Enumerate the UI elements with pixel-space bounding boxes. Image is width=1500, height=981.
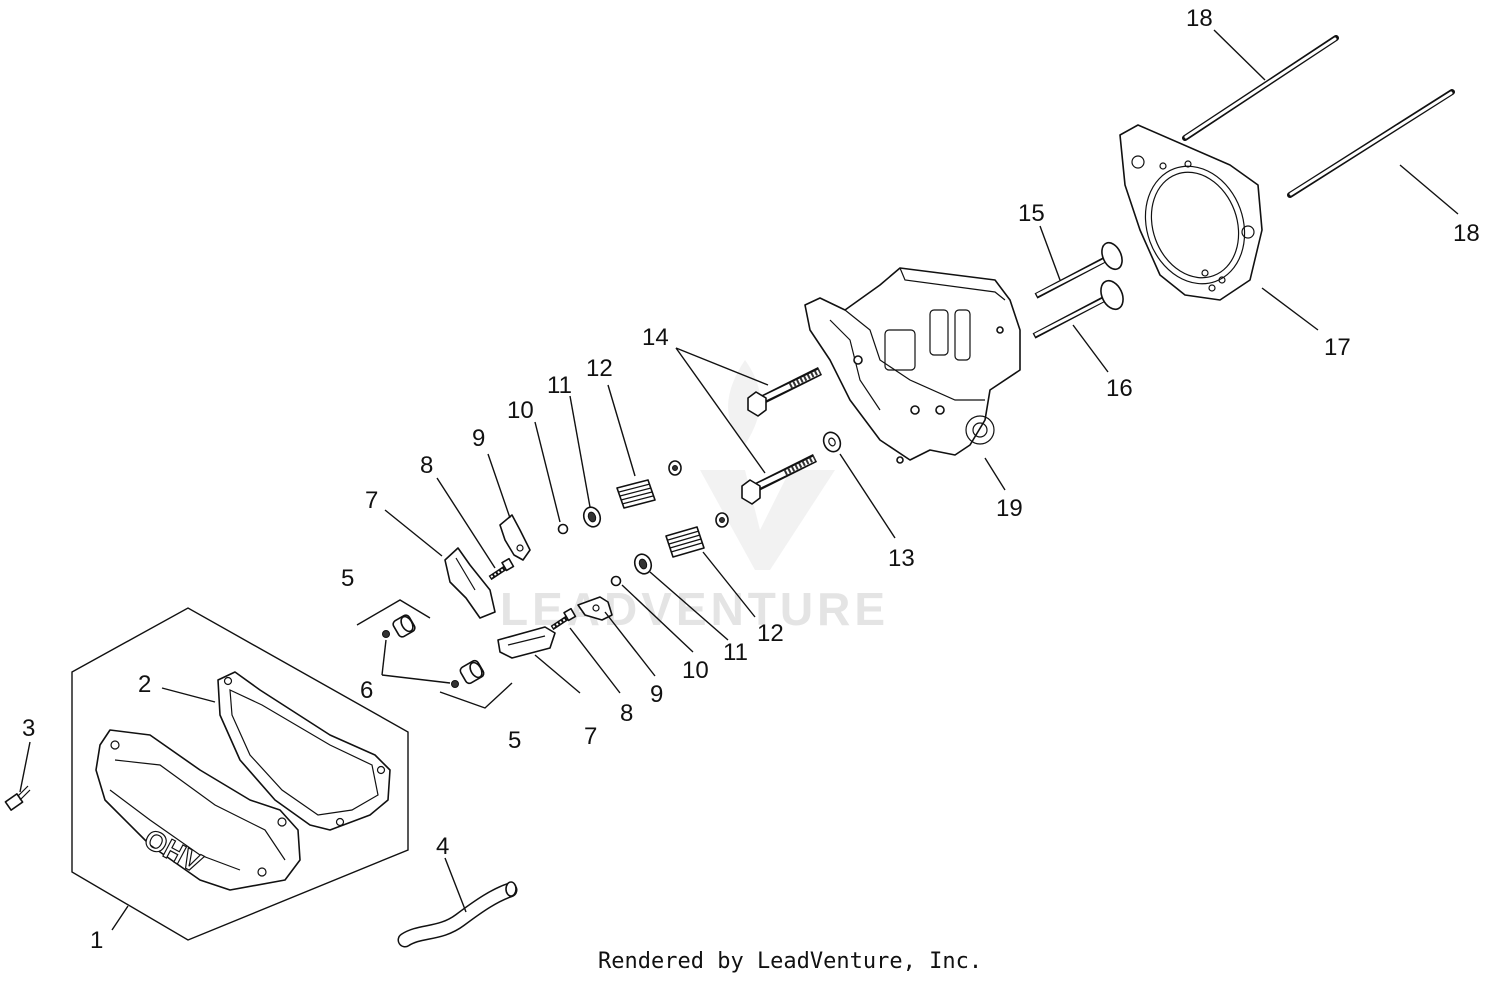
valve-keeper-upper (557, 523, 569, 535)
callout-11-lower: 11 (723, 639, 748, 666)
bracket-5b (439, 682, 513, 709)
callout-11-upper: 11 (547, 372, 572, 399)
callout-8-lower: 8 (620, 700, 633, 727)
exhaust-valve (1032, 279, 1124, 339)
push-rod-upper (1182, 35, 1339, 141)
callout-13: 13 (888, 545, 915, 572)
rocker-arm-lower (497, 626, 556, 659)
rocker-pivot-lower (451, 659, 485, 688)
callout-16: 16 (1106, 375, 1133, 402)
cylinder-head (804, 267, 1021, 464)
callout-15: 15 (1018, 200, 1045, 227)
callout-7-lower: 7 (584, 723, 597, 750)
adjuster-screw-upper (488, 557, 515, 581)
callout-6: 6 (360, 677, 373, 704)
washer (822, 431, 842, 453)
watermark: LEADVENTURE (500, 360, 889, 635)
leader-lines (19, 29, 1459, 931)
callout-5-lower: 5 (508, 727, 521, 754)
valve-cover-gasket (217, 671, 391, 831)
adjuster-screw-lower (550, 607, 577, 631)
callout-3: 3 (22, 715, 35, 742)
bracket-5a (356, 599, 431, 626)
head-gasket (1119, 124, 1263, 301)
callout-18-lower: 18 (1453, 220, 1480, 247)
head-bolt-upper (747, 366, 823, 417)
callout-10-lower: 10 (682, 657, 709, 684)
rocker-pivot-upper (382, 614, 416, 638)
callout-9-upper: 9 (472, 425, 485, 452)
valve-spring-lower (665, 512, 729, 558)
callout-19: 19 (996, 495, 1023, 522)
callout-14: 14 (642, 324, 669, 351)
intake-valve (1034, 241, 1123, 299)
callout-9-lower: 9 (650, 681, 663, 708)
rocker-arm-upper (444, 547, 496, 619)
push-rod-guide-upper (499, 514, 531, 561)
callout-labels: 1 2 3 4 5 5 6 7 7 8 8 9 9 10 10 11 11 12… (22, 5, 1480, 954)
callout-5-upper: 5 (341, 565, 354, 592)
spring-retainer-lower (633, 553, 653, 575)
callout-1: 1 (90, 927, 103, 954)
push-rod-guide-lower (577, 596, 613, 621)
callout-2: 2 (138, 671, 151, 698)
watermark-logo-icon (700, 360, 835, 570)
render-credit: Rendered by LeadVenture, Inc. (598, 949, 982, 974)
head-bolt-lower (741, 453, 818, 505)
watermark-text: LEADVENTURE (500, 583, 889, 635)
kit-outline-1 (71, 607, 409, 941)
spring-retainer-upper (582, 506, 602, 528)
breather-hose (397, 881, 518, 948)
callout-18-upper: 18 (1186, 5, 1213, 32)
callout-8-upper: 8 (420, 452, 433, 479)
callout-10-upper: 10 (507, 397, 534, 424)
callout-12-lower: 12 (757, 620, 784, 647)
callout-7-upper: 7 (365, 487, 378, 514)
cover-bolt (4, 785, 31, 811)
callout-12-upper: 12 (586, 355, 613, 382)
callout-17: 17 (1324, 334, 1351, 361)
valve-keeper-lower (610, 575, 622, 587)
push-rod-lower (1287, 89, 1455, 198)
callout-4: 4 (436, 833, 449, 860)
valve-spring-upper (616, 460, 682, 509)
